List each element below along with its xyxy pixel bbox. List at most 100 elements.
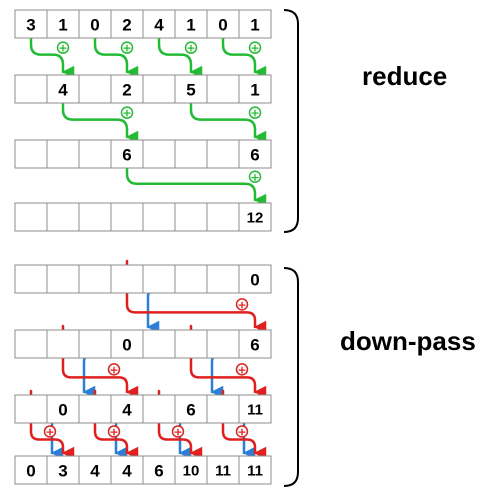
svg-text:+: + bbox=[109, 363, 118, 376]
reduce-row3-cell bbox=[110, 202, 144, 232]
downpass-label: down-pass bbox=[340, 326, 476, 356]
reduce-row0-value: 2 bbox=[122, 16, 131, 35]
downpass-row1-cell bbox=[78, 329, 112, 359]
downpass-row3-cell bbox=[238, 455, 272, 485]
downpass-add-arrow bbox=[157, 389, 203, 460]
downpass-row2-cell bbox=[110, 394, 144, 424]
downpass-add-arrow bbox=[93, 389, 139, 460]
reduce-row0-cell bbox=[78, 9, 112, 39]
downpass-row3-cell bbox=[174, 455, 208, 485]
downpass-row2-cell bbox=[206, 394, 240, 424]
reduce-row1-cell bbox=[174, 74, 208, 104]
downpass-bracket bbox=[283, 267, 299, 487]
reduce-row3-cell bbox=[78, 202, 112, 232]
reduce-plus-icon: + bbox=[248, 170, 262, 184]
reduce-row0-cell bbox=[238, 9, 272, 39]
reduce-row2-value: 6 bbox=[122, 146, 131, 165]
downpass-row1-cell bbox=[14, 329, 48, 359]
downpass-plus-icon: + bbox=[107, 425, 121, 438]
reduce-row1-cell bbox=[78, 74, 112, 104]
downpass-row2-cell bbox=[174, 394, 208, 424]
reduce-row0-value: 0 bbox=[90, 16, 99, 35]
svg-text:+: + bbox=[186, 42, 195, 55]
svg-text:+: + bbox=[122, 107, 131, 120]
downpass-row3-value: 4 bbox=[90, 462, 100, 481]
downpass-row0-value: 0 bbox=[250, 271, 259, 290]
downpass-row2-value: 6 bbox=[186, 401, 195, 420]
downpass-row3-cell bbox=[142, 455, 176, 485]
reduce-row0-cell bbox=[110, 9, 144, 39]
reduce-plus-icon: + bbox=[248, 41, 262, 55]
reduce-combine-arrow bbox=[157, 36, 203, 79]
downpass-row0-cell bbox=[46, 264, 80, 294]
reduce-row1-cell bbox=[238, 74, 272, 104]
reduce-row3-cell bbox=[46, 202, 80, 232]
reduce-plus-icon: + bbox=[184, 41, 198, 55]
reduce-row2-cell bbox=[46, 139, 80, 169]
reduce-row0-value: 1 bbox=[58, 16, 67, 35]
downpass-row1-cell bbox=[174, 329, 208, 359]
reduce-bracket bbox=[283, 9, 299, 233]
reduce-row1-value: 1 bbox=[250, 81, 259, 100]
downpass-row3-value: 11 bbox=[247, 463, 263, 480]
downpass-row3-value: 11 bbox=[215, 463, 231, 480]
downpass-row3-cell bbox=[14, 455, 48, 485]
svg-text:+: + bbox=[45, 425, 54, 438]
reduce-row1-cell bbox=[206, 74, 240, 104]
downpass-plus-icon: + bbox=[171, 425, 185, 438]
reduce-row2-cell bbox=[14, 139, 48, 169]
reduce-combine-arrow bbox=[29, 36, 75, 79]
downpass-row1-cell bbox=[142, 329, 176, 359]
downpass-row3-cell bbox=[206, 455, 240, 485]
downpass-row3-value: 10 bbox=[183, 463, 200, 480]
svg-text:+: + bbox=[122, 42, 131, 55]
downpass-row1-cell bbox=[110, 329, 144, 359]
downpass-row3-cell bbox=[78, 455, 112, 485]
reduce-plus-icon: + bbox=[56, 41, 70, 55]
reduce-row3-value: 12 bbox=[247, 210, 264, 227]
downpass-row3-cell bbox=[46, 455, 80, 485]
reduce-row2-cell bbox=[110, 139, 144, 169]
svg-text:+: + bbox=[109, 425, 118, 438]
reduce-plus-icon: + bbox=[120, 41, 134, 55]
downpass-row2-value: 11 bbox=[247, 402, 263, 419]
reduce-row0-value: 1 bbox=[186, 16, 195, 35]
downpass-row1-value: 6 bbox=[250, 336, 259, 355]
downpass-row2-cell bbox=[14, 394, 48, 424]
reduce-row3-cell bbox=[14, 202, 48, 232]
reduce-plus-icon: + bbox=[120, 106, 134, 120]
downpass-row2-value: 4 bbox=[122, 401, 132, 420]
reduce-row2-cell bbox=[142, 139, 176, 169]
downpass-plus-icon: + bbox=[107, 363, 121, 376]
reduce-row2-cell bbox=[238, 139, 272, 169]
downpass-row3-value: 4 bbox=[122, 462, 132, 481]
downpass-row0-cell bbox=[174, 264, 208, 294]
reduce-row0-value: 1 bbox=[250, 16, 259, 35]
downpass-row0-cell bbox=[206, 264, 240, 294]
downpass-add-arrow bbox=[29, 389, 75, 460]
downpass-add-arrow bbox=[189, 324, 267, 399]
reduce-row3-cell bbox=[238, 202, 272, 232]
downpass-row2-value: 0 bbox=[58, 401, 67, 420]
reduce-row3-cell bbox=[174, 202, 208, 232]
reduce-row2-cell bbox=[78, 139, 112, 169]
reduce-row2-cell bbox=[174, 139, 208, 169]
downpass-row3-value: 3 bbox=[58, 462, 67, 481]
downpass-plus-icon: + bbox=[235, 425, 249, 438]
reduce-row1-cell bbox=[142, 74, 176, 104]
downpass-plus-icon: + bbox=[235, 298, 249, 311]
reduce-row1-value: 2 bbox=[122, 81, 131, 100]
reduce-row0-value: 0 bbox=[218, 16, 227, 35]
svg-text:+: + bbox=[237, 363, 246, 376]
downpass-pass-arrow bbox=[146, 287, 253, 334]
downpass-row0-cell bbox=[78, 264, 112, 294]
reduce-combine-arrow bbox=[61, 101, 139, 144]
svg-text:+: + bbox=[250, 107, 259, 120]
reduce-row3-cell bbox=[206, 202, 240, 232]
reduce-row2-value: 6 bbox=[250, 146, 259, 165]
downpass-row0-cell bbox=[238, 264, 272, 294]
reduce-row1-cell bbox=[14, 74, 48, 104]
reduce-row1-value: 5 bbox=[186, 81, 195, 100]
